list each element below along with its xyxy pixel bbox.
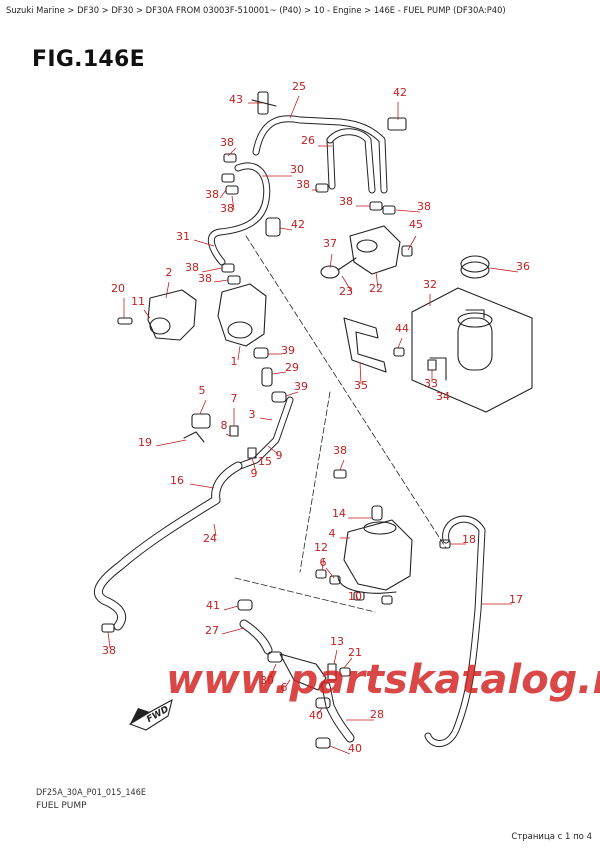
callout-30[interactable]: 30 xyxy=(290,163,304,176)
callout-14[interactable]: 14 xyxy=(332,507,346,520)
callout-38[interactable]: 38 xyxy=(185,261,199,274)
callout-16[interactable]: 16 xyxy=(170,474,184,487)
callout-7[interactable]: 7 xyxy=(231,392,238,405)
callout-39[interactable]: 39 xyxy=(294,380,308,393)
watermark: www.partskatalog.ru xyxy=(166,657,600,703)
callout-13[interactable]: 13 xyxy=(330,635,344,648)
callout-9[interactable]: 9 xyxy=(251,467,258,480)
callout-38[interactable]: 38 xyxy=(205,188,219,201)
callout-17[interactable]: 17 xyxy=(509,593,523,606)
callout-3[interactable]: 3 xyxy=(249,408,256,421)
callout-21[interactable]: 21 xyxy=(348,646,362,659)
callout-20[interactable]: 20 xyxy=(111,282,125,295)
callout-38[interactable]: 38 xyxy=(296,178,310,191)
callout-40[interactable]: 40 xyxy=(348,742,362,755)
callout-38[interactable]: 38 xyxy=(339,195,353,208)
callout-2[interactable]: 2 xyxy=(166,266,173,279)
callout-6[interactable]: 6 xyxy=(281,681,288,694)
callout-33[interactable]: 33 xyxy=(424,377,438,390)
callout-43[interactable]: 43 xyxy=(229,93,243,106)
callout-44[interactable]: 44 xyxy=(395,322,409,335)
callout-8[interactable]: 8 xyxy=(221,419,228,432)
callout-41[interactable]: 41 xyxy=(206,599,220,612)
page-indicator[interactable]: Страница с 1 по 4 xyxy=(511,832,592,842)
callout-38[interactable]: 38 xyxy=(198,272,212,285)
figure-title: FIG.146E xyxy=(32,47,145,72)
callout-36[interactable]: 36 xyxy=(516,260,530,273)
callout-1[interactable]: 1 xyxy=(231,355,238,368)
callout-31[interactable]: 31 xyxy=(176,230,190,243)
breadcrumb[interactable]: Suzuki Marine > DF30 > DF30 > DF30A FROM… xyxy=(6,5,506,15)
callout-5[interactable]: 5 xyxy=(199,384,206,397)
callout-19[interactable]: 19 xyxy=(138,436,152,449)
callout-11[interactable]: 11 xyxy=(131,295,145,308)
callout-35[interactable]: 35 xyxy=(354,379,368,392)
callout-27[interactable]: 27 xyxy=(205,624,219,637)
callout-9[interactable]: 9 xyxy=(276,449,283,462)
callout-42[interactable]: 42 xyxy=(291,218,305,231)
callout-37[interactable]: 37 xyxy=(323,237,337,250)
drawing-caption: FUEL PUMP xyxy=(36,801,87,811)
callout-23[interactable]: 23 xyxy=(339,285,353,298)
callout-25[interactable]: 25 xyxy=(292,80,306,93)
fwd-arrow-icon: FWD xyxy=(128,698,173,731)
callout-40[interactable]: 40 xyxy=(309,709,323,722)
callout-6[interactable]: 6 xyxy=(320,556,327,569)
callout-39[interactable]: 39 xyxy=(281,344,295,357)
callout-32[interactable]: 32 xyxy=(423,278,437,291)
callout-45[interactable]: 45 xyxy=(409,218,423,231)
callout-38[interactable]: 38 xyxy=(417,200,431,213)
callout-30[interactable]: 30 xyxy=(260,674,274,687)
callout-38[interactable]: 38 xyxy=(333,444,347,457)
callout-42[interactable]: 42 xyxy=(393,86,407,99)
callout-28[interactable]: 28 xyxy=(370,708,384,721)
drawing-code: DF25A_30A_P01_015_146E xyxy=(36,788,146,798)
callout-22[interactable]: 22 xyxy=(369,282,383,295)
callout-38[interactable]: 38 xyxy=(102,644,116,657)
callout-38[interactable]: 38 xyxy=(220,202,234,215)
callout-15[interactable]: 15 xyxy=(258,455,272,468)
callout-29[interactable]: 29 xyxy=(285,361,299,374)
callout-12[interactable]: 12 xyxy=(314,541,328,554)
callout-26[interactable]: 26 xyxy=(301,134,315,147)
callout-24[interactable]: 24 xyxy=(203,532,217,545)
callout-34[interactable]: 34 xyxy=(436,390,450,403)
callout-4[interactable]: 4 xyxy=(329,527,336,540)
callout-18[interactable]: 18 xyxy=(462,533,476,546)
callout-38[interactable]: 38 xyxy=(220,136,234,149)
callout-10[interactable]: 10 xyxy=(348,590,362,603)
